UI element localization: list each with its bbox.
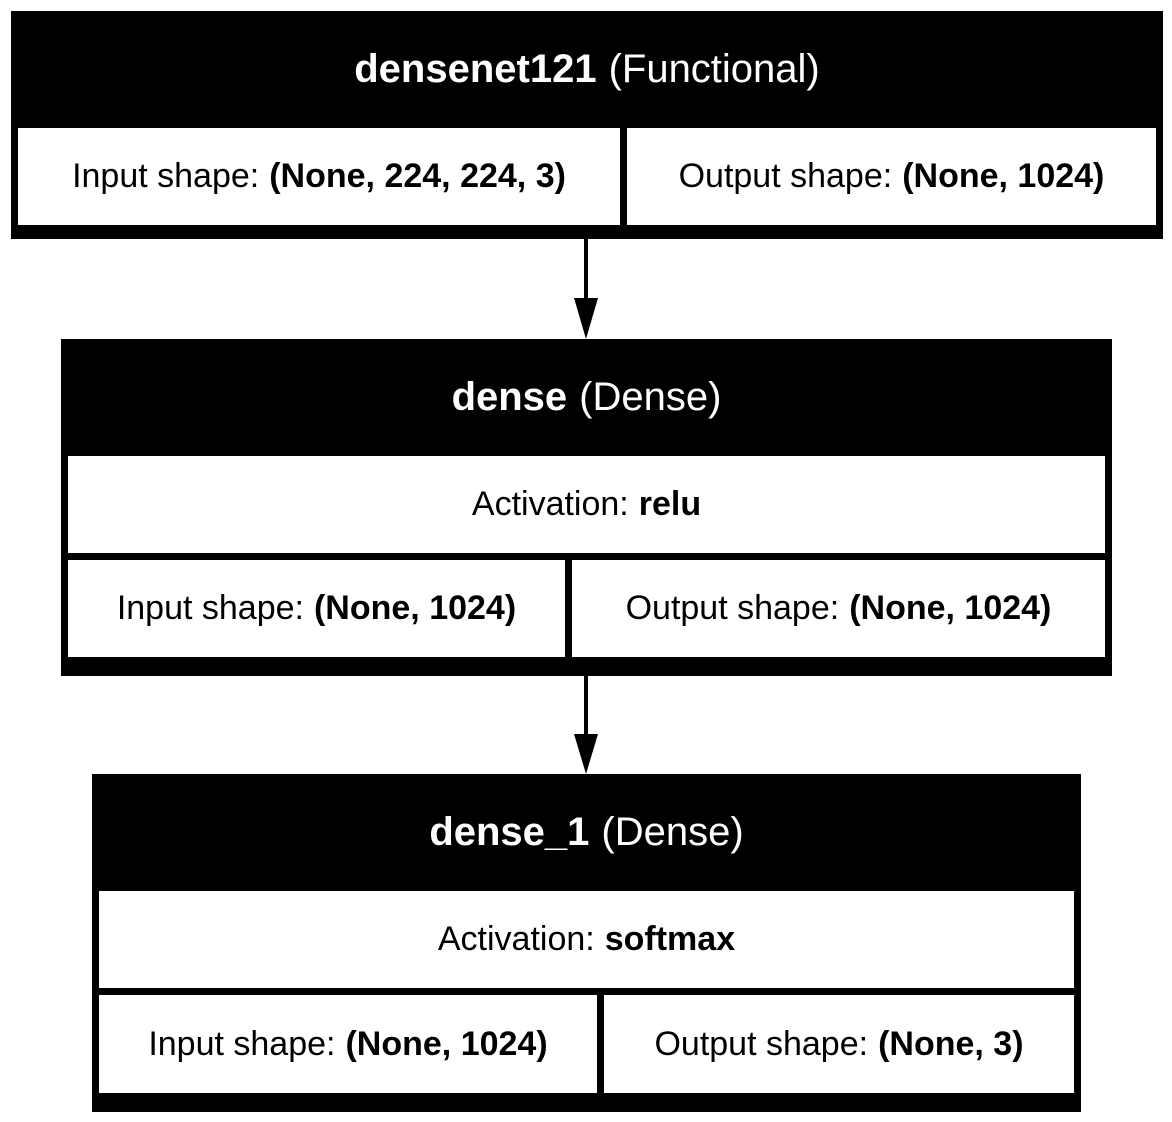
arrowhead-icon <box>574 734 598 774</box>
activation-row: Activation: relu <box>68 456 1105 553</box>
cell-value: (None, 3) <box>878 1024 1024 1063</box>
activation-row: Activation: softmax <box>99 891 1074 988</box>
input-shape-cell: Input shape: (None, 1024) <box>68 560 565 657</box>
layer-node-dense_1: dense_1 (Dense) Activation: softmax Inpu… <box>92 774 1081 1112</box>
output-shape-cell: Output shape: (None, 1024) <box>572 560 1105 657</box>
cell-key: Input shape: <box>116 589 304 627</box>
shape-row: Input shape: (None, 1024) Output shape: … <box>99 995 1074 1093</box>
layer-name: dense_1 <box>429 810 590 854</box>
layer-header: dense (Dense) <box>68 339 1105 456</box>
cell-value: (None, 1024) <box>313 589 517 627</box>
cell-key: Output shape: <box>654 1024 869 1063</box>
shape-row: Input shape: (None, 224, 224, 3) Output … <box>18 128 1156 225</box>
output-shape-cell: Output shape: (None, 1024) <box>627 128 1156 225</box>
cell-value: (None, 1024) <box>345 1024 548 1063</box>
layer-name: densenet121 <box>354 47 597 91</box>
activation-cell: Activation: relu <box>68 456 1105 553</box>
cell-key: Input shape: <box>148 1024 336 1063</box>
cell-key: Activation: <box>471 485 629 523</box>
input-shape-cell: Input shape: (None, 1024) <box>99 995 597 1093</box>
cell-value: relu <box>638 485 702 523</box>
cell-value: softmax <box>604 920 736 958</box>
layer-type: (Dense) <box>601 810 744 854</box>
edge-densenet121-to-dense <box>574 239 598 339</box>
layer-header: densenet121 (Functional) <box>18 11 1156 128</box>
input-shape-cell: Input shape: (None, 224, 224, 3) <box>18 128 620 225</box>
layer-header: dense_1 (Dense) <box>99 774 1074 891</box>
arrowhead-icon <box>574 298 598 339</box>
output-shape-cell: Output shape: (None, 3) <box>604 995 1074 1093</box>
layer-node-densenet121: densenet121 (Functional) Input shape: (N… <box>11 11 1163 239</box>
layer-name: dense <box>451 375 568 419</box>
cell-key: Output shape: <box>678 157 893 195</box>
layer-type: (Dense) <box>579 375 722 419</box>
edge-dense-to-dense_1 <box>574 676 598 774</box>
layer-type: (Functional) <box>608 47 820 91</box>
layer-node-dense: dense (Dense) Activation: relu Input sha… <box>61 339 1112 676</box>
cell-value: (None, 1024) <box>902 157 1105 195</box>
cell-value: (None, 1024) <box>849 589 1052 627</box>
activation-cell: Activation: softmax <box>99 891 1074 988</box>
cell-key: Activation: <box>437 920 595 958</box>
cell-key: Input shape: <box>72 157 260 195</box>
cell-value: (None, 224, 224, 3) <box>269 157 566 195</box>
shape-row: Input shape: (None, 1024) Output shape: … <box>68 560 1105 657</box>
cell-key: Output shape: <box>625 589 840 627</box>
